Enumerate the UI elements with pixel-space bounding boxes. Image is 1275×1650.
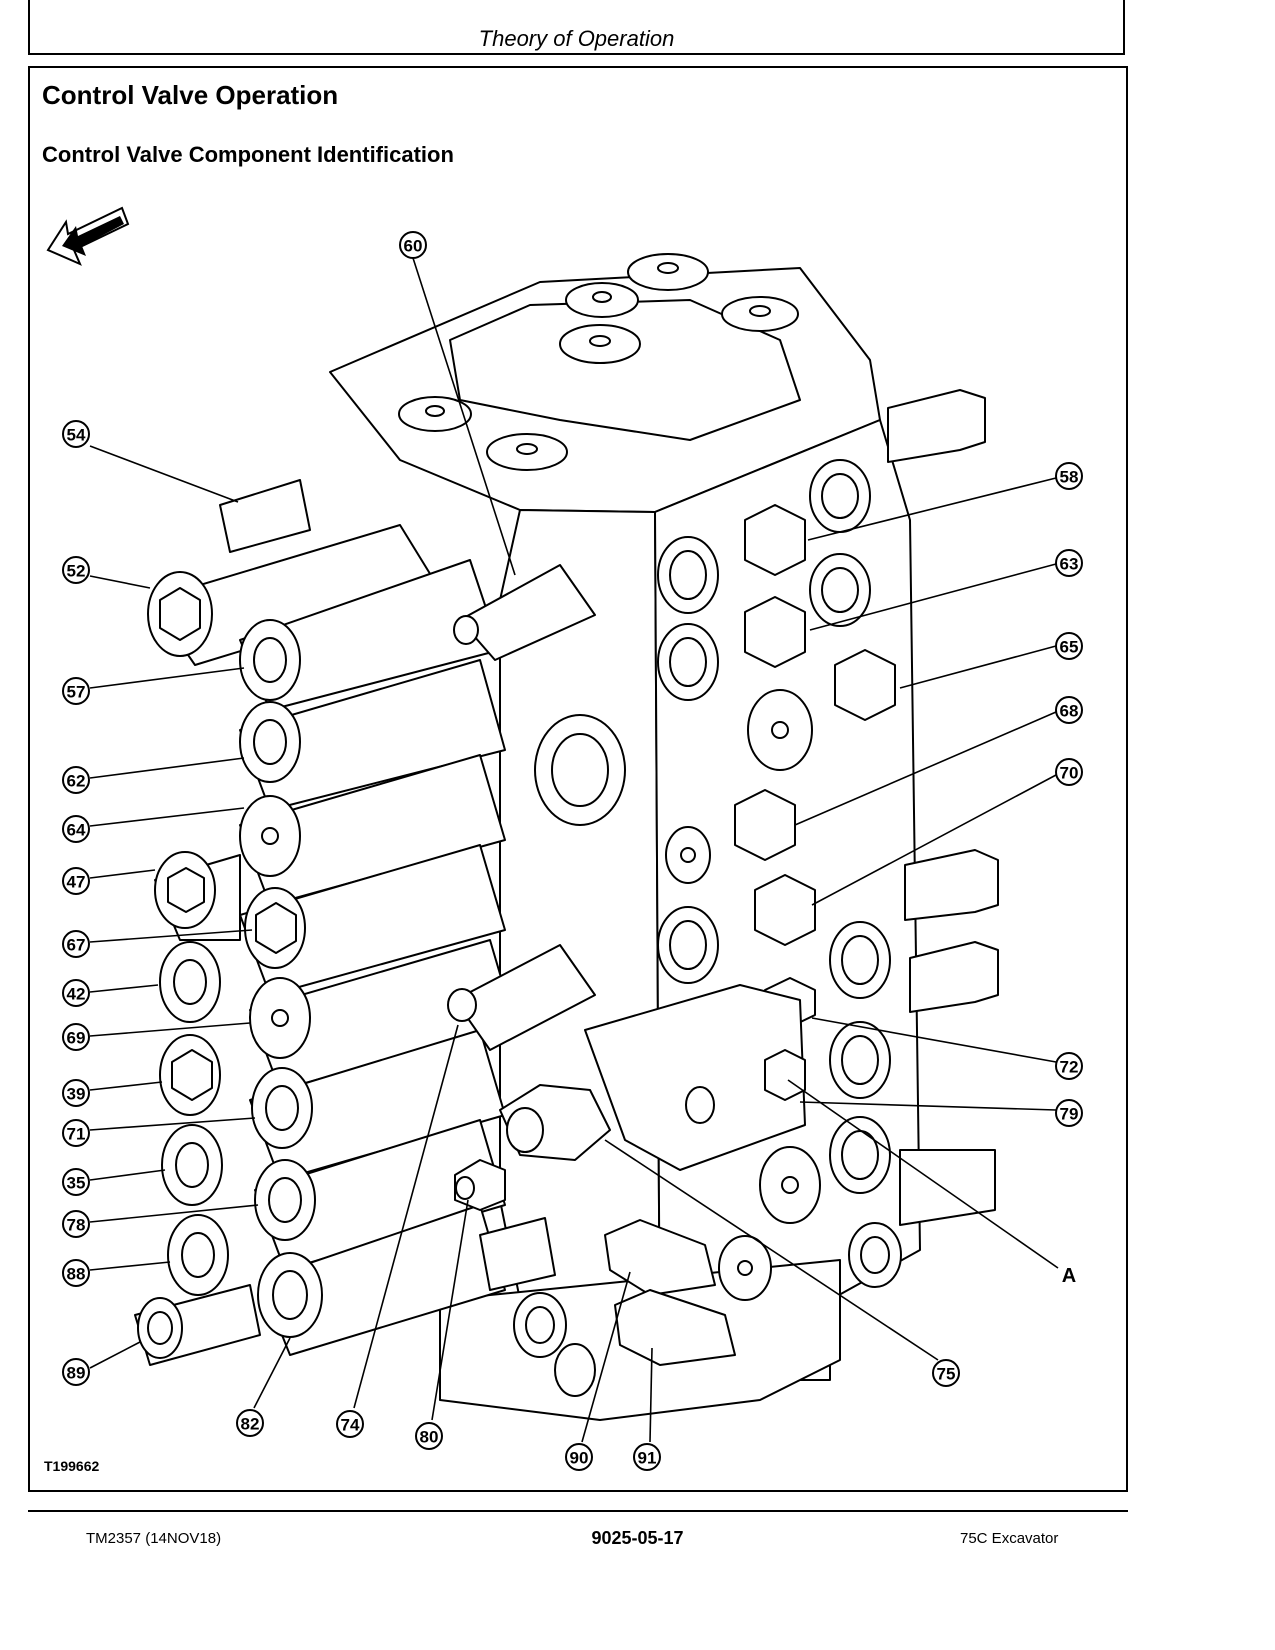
callout-80: [415, 1422, 443, 1450]
callout-47: [62, 867, 90, 895]
footer-machine-model: 75C Excavator: [960, 1530, 1059, 1547]
callout-57: [62, 677, 90, 705]
callout-90-label: 90: [570, 1449, 589, 1468]
callout-67-label: 67: [67, 936, 86, 955]
callout-58: [1055, 462, 1083, 490]
callout-80-label: 80: [420, 1428, 439, 1447]
callout-91: [633, 1443, 661, 1471]
callout-65: [1055, 632, 1083, 660]
callout-52: [62, 556, 90, 584]
callout-78: [62, 1210, 90, 1238]
callout-65-label: 65: [1060, 638, 1079, 657]
callout-54-label: 54: [67, 426, 86, 445]
callout-75: [932, 1359, 960, 1387]
header-box: Theory of Operation: [28, 0, 1125, 55]
callout-82: [236, 1409, 264, 1437]
callout-89: [62, 1358, 90, 1386]
callout-91-label: 91: [638, 1449, 657, 1468]
callout-60-label: 60: [404, 237, 423, 256]
figure-subtitle: Control Valve Component Identification: [42, 142, 454, 167]
direction-arrow-icon: [46, 206, 130, 266]
footer-page-number: 9025-05-17: [591, 1528, 684, 1548]
callout-88-label: 88: [67, 1265, 86, 1284]
footer-manual-code: TM2357 (14NOV18): [86, 1530, 222, 1547]
footer-rule: [28, 1510, 1128, 1512]
callout-57-label: 57: [67, 683, 86, 702]
callout-68: [1055, 696, 1083, 724]
running-header: Theory of Operation: [478, 26, 675, 51]
callout-62-label: 62: [67, 772, 86, 791]
callout-35-label: 35: [67, 1174, 86, 1193]
callout-72: [1055, 1052, 1083, 1080]
callout-42-label: 42: [67, 985, 86, 1004]
callout-68-label: 68: [1060, 702, 1079, 721]
callout-58-label: 58: [1060, 468, 1079, 487]
callout-balloons: [62, 231, 1083, 1471]
callout-67: [62, 930, 90, 958]
callout-42: [62, 979, 90, 1007]
callout-70-label: 70: [1060, 764, 1079, 783]
callout-a-label: A: [1062, 1265, 1076, 1287]
callout-78-label: 78: [67, 1216, 86, 1235]
callout-75-label: 75: [937, 1365, 956, 1384]
leader-lines: [89, 257, 1059, 1443]
callout-52-label: 52: [67, 562, 86, 581]
callout-89-label: 89: [67, 1364, 86, 1383]
callout-54: [62, 420, 90, 448]
callout-74: [336, 1410, 364, 1438]
callout-69-label: 69: [67, 1029, 86, 1048]
callout-63-label: 63: [1060, 555, 1079, 574]
section-title: Control Valve Operation: [42, 80, 339, 110]
callout-71-label: 71: [67, 1125, 86, 1144]
callout-39: [62, 1079, 90, 1107]
callout-62: [62, 766, 90, 794]
callout-64-label: 64: [67, 821, 86, 840]
callout-35: [62, 1168, 90, 1196]
callout-39-label: 39: [67, 1085, 86, 1104]
callout-64: [62, 815, 90, 843]
callout-47-label: 47: [67, 873, 86, 892]
valve-body-illustration: [134, 253, 999, 1421]
figure-id: T199662: [44, 1458, 100, 1474]
callout-60: [399, 231, 427, 259]
callout-numbers: 60 54 52 57 62 64 47 67 42 69 39 71 35 7…: [67, 237, 1079, 1468]
callout-82-label: 82: [241, 1415, 260, 1434]
callout-88: [62, 1259, 90, 1287]
callout-70: [1055, 758, 1083, 786]
callout-74-label: 74: [341, 1416, 360, 1435]
callout-71: [62, 1119, 90, 1147]
content-frame: [28, 66, 1128, 1492]
callout-90: [565, 1443, 593, 1471]
callout-79: [1055, 1099, 1083, 1127]
callout-63: [1055, 549, 1083, 577]
callout-72-label: 72: [1060, 1058, 1079, 1077]
callout-69: [62, 1023, 90, 1051]
callout-79-label: 79: [1060, 1105, 1079, 1124]
